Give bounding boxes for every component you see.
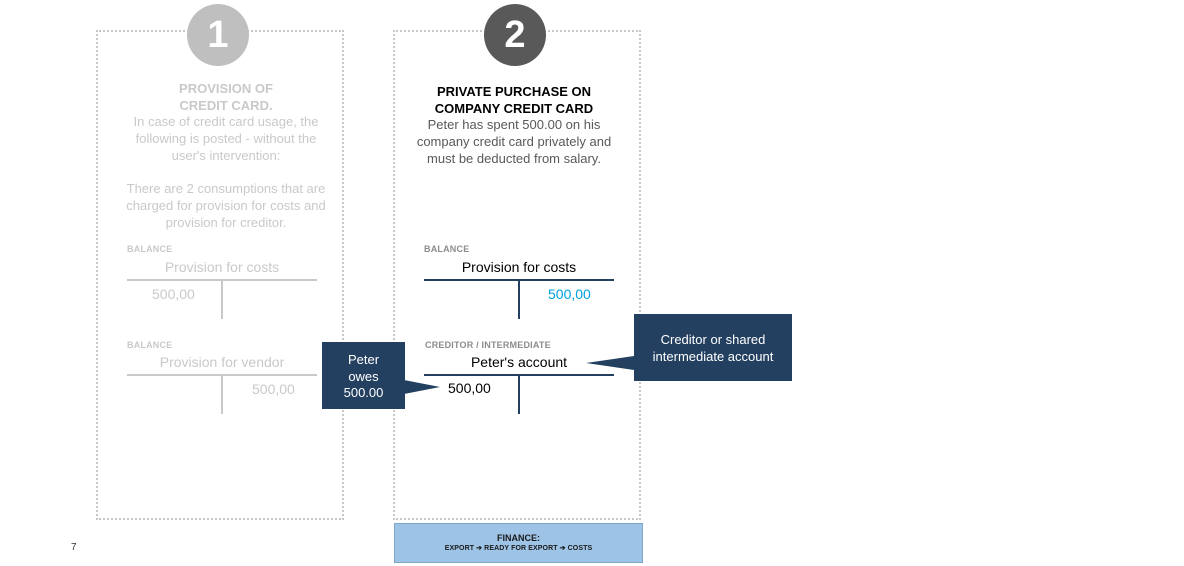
step-1-title: PROVISION OF CREDIT CARD. <box>126 80 326 114</box>
step-1-account-2-credit: 500,00 <box>252 381 295 397</box>
step-2-account-2-label: CREDITOR / INTERMEDIATE <box>425 340 551 350</box>
step-2-description: Peter has spent 500.00 on his company cr… <box>416 117 612 166</box>
step-1-description-2: There are 2 consumptions that are charge… <box>126 181 326 230</box>
step-1-title-line-1: PROVISION OF <box>179 81 273 96</box>
finance-export-path: EXPORT ➔ READY FOR EXPORT ➔ COSTS <box>444 545 593 552</box>
step-2-account-1-vline <box>518 281 520 319</box>
step-2-account-1-credit: 500,00 <box>548 286 591 302</box>
step-2-account-2-debit: 500,00 <box>448 380 491 396</box>
creditor-account-callout-pointer <box>586 356 634 370</box>
step-1-account-2-label: BALANCE <box>127 340 173 350</box>
step-2-number-badge: 2 <box>484 4 546 66</box>
step-1-account-1-hline <box>127 279 317 281</box>
finance-export-box: FINANCE: EXPORT ➔ READY FOR EXPORT ➔ COS… <box>394 523 643 563</box>
step-1-description: In case of credit card usage, the follow… <box>133 114 319 163</box>
step-2-title-line-1: PRIVATE PURCHASE ON <box>436 84 592 99</box>
page-number: 7 <box>71 542 77 553</box>
step-1-number-badge: 1 <box>187 4 249 66</box>
step-2-account-1-name: Provision for costs <box>461 259 577 275</box>
step-2-account-1-hline <box>424 279 614 281</box>
creditor-account-callout: Creditor or shared intermediate account <box>634 314 792 381</box>
step-1-account-2-name: Provision for vendor <box>159 354 285 370</box>
peter-owes-callout-pointer <box>404 380 440 394</box>
step-1-account-1-label: BALANCE <box>127 244 173 254</box>
step-2-account-2-name: Peter's account <box>470 354 568 370</box>
step-2-title: PRIVATE PURCHASE ON COMPANY CREDIT CARD <box>414 83 614 117</box>
step-2-title-line-2: COMPANY CREDIT CARD <box>434 101 594 116</box>
peter-owes-callout: Peter owes 500.00 <box>322 342 405 409</box>
step-1-title-line-2: CREDIT CARD. <box>179 98 273 113</box>
step-1-account-2-vline <box>221 376 223 414</box>
finance-title: FINANCE: <box>497 533 540 543</box>
step-2-account-2-vline <box>518 376 520 414</box>
step-1-account-2-hline <box>127 374 317 376</box>
step-2-account-2-hline <box>424 374 614 376</box>
step-1-account-1-vline <box>221 281 223 319</box>
step-1-account-1-debit: 500,00 <box>152 286 195 302</box>
step-1-account-1-name: Provision for costs <box>164 259 280 275</box>
step-2-account-1-label: BALANCE <box>424 244 470 254</box>
